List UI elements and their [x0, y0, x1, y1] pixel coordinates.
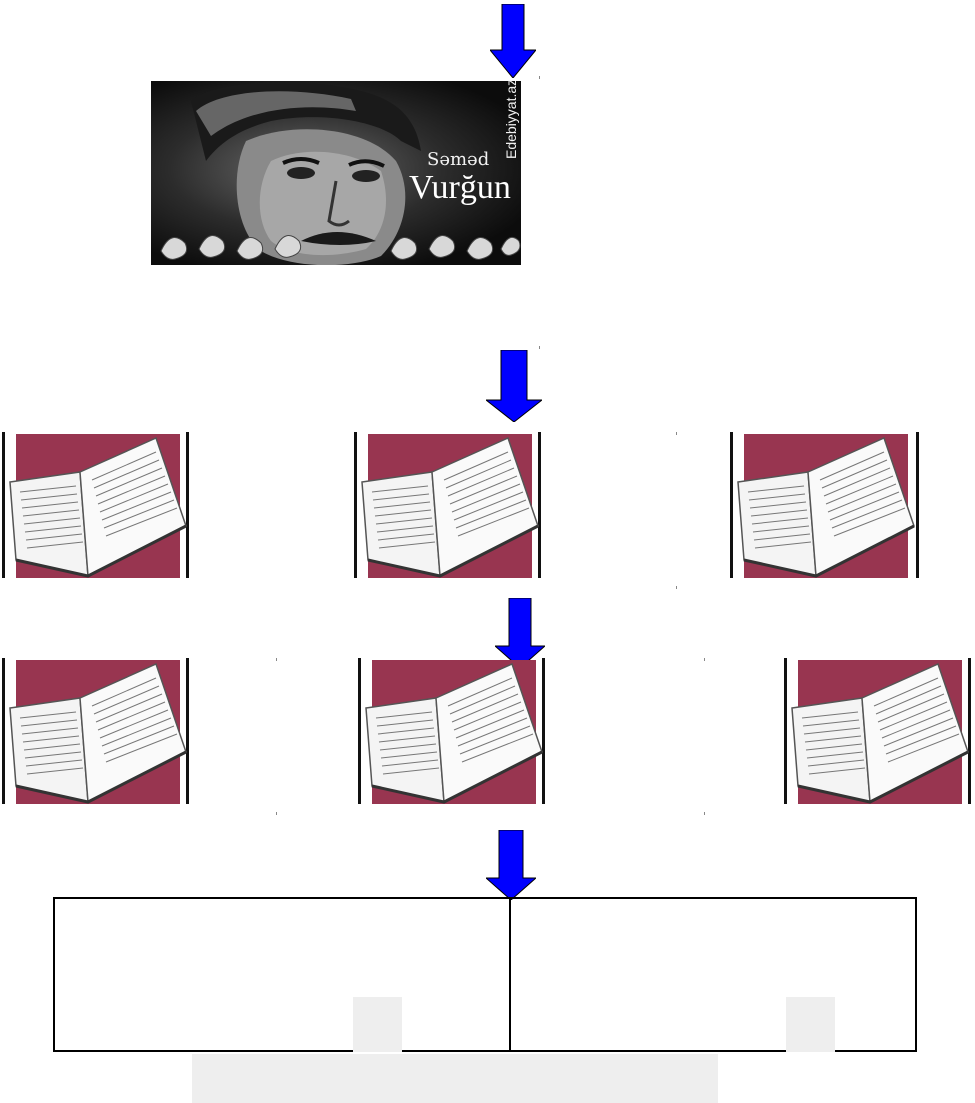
- stray-mark: [704, 658, 705, 661]
- table-divider: [509, 897, 511, 1052]
- down-arrow-1: [490, 4, 536, 78]
- down-arrow-3: [495, 598, 545, 668]
- stray-mark: [676, 586, 677, 589]
- grey-footer-bar: [192, 1054, 718, 1103]
- tile-right-rule: [542, 658, 545, 804]
- open-book-icon: [791, 662, 969, 804]
- open-book-icon: [737, 436, 915, 578]
- book-tile: [356, 658, 548, 804]
- stray-mark: [704, 812, 705, 815]
- book-tile: [352, 432, 544, 578]
- down-arrow-2: [486, 350, 542, 422]
- tile-left-rule: [730, 432, 733, 578]
- open-book-icon: [361, 436, 539, 578]
- poet-last-name: Vurğun: [409, 169, 511, 206]
- grey-placeholder-left: [353, 997, 402, 1052]
- tile-right-rule: [968, 658, 971, 804]
- grey-placeholder-right: [786, 997, 835, 1052]
- site-watermark-text: Edebiyyat.az: [503, 81, 519, 159]
- stray-mark: [276, 658, 277, 661]
- stray-mark: [539, 346, 540, 349]
- open-book-icon: [365, 662, 543, 804]
- down-arrow-4: [486, 830, 536, 900]
- stray-mark: [676, 432, 677, 435]
- poet-portrait: Səməd Vurğun Edebiyyat.az: [151, 81, 521, 265]
- book-tile: [728, 432, 922, 578]
- tile-right-rule: [186, 432, 189, 578]
- tile-left-rule: [2, 658, 5, 804]
- stray-mark: [276, 812, 277, 815]
- tile-left-rule: [354, 432, 357, 578]
- book-tile: [0, 432, 192, 578]
- poet-first-name: Səməd: [427, 149, 490, 170]
- book-tile: [0, 658, 192, 804]
- portrait-image: [160, 82, 521, 265]
- tile-right-rule: [186, 658, 189, 804]
- tile-left-rule: [2, 432, 5, 578]
- open-book-icon: [9, 662, 187, 804]
- tile-right-rule: [538, 432, 541, 578]
- tile-left-rule: [784, 658, 787, 804]
- bottom-table: [53, 897, 917, 1052]
- open-book-icon: [9, 436, 187, 578]
- book-tile: [782, 658, 974, 804]
- tile-left-rule: [358, 658, 361, 804]
- tile-right-rule: [916, 432, 919, 578]
- stray-mark: [539, 76, 540, 79]
